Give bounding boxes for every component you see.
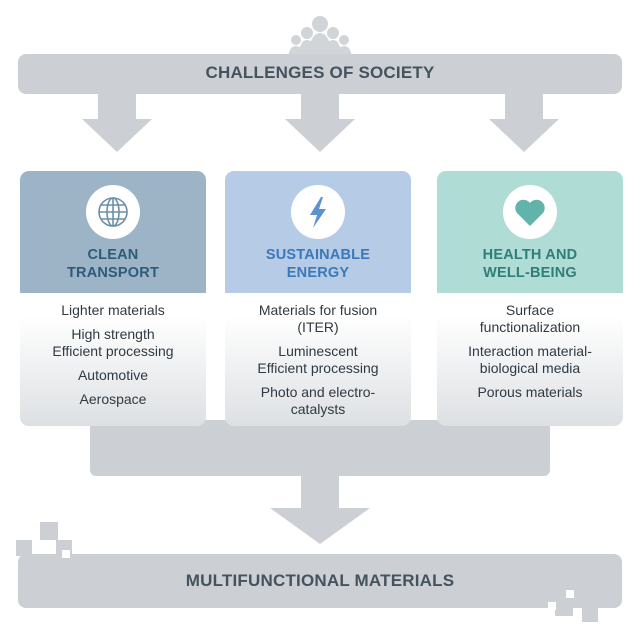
card-header: HEALTH AND WELL-BEING bbox=[437, 171, 623, 293]
list-item: Surface functionalization bbox=[479, 302, 581, 335]
list-item: Materials for fusion (ITER) bbox=[258, 302, 378, 335]
card-sustainable-energy: SUSTAINABLE ENERGY Materials for fusion … bbox=[225, 171, 411, 426]
card-items: Lighter materials High strength Efficien… bbox=[26, 302, 200, 415]
icon-badge bbox=[86, 185, 140, 239]
card-items: Materials for fusion (ITER) Luminescent … bbox=[231, 302, 405, 425]
merge-connector bbox=[90, 420, 550, 544]
icon-badge bbox=[291, 185, 345, 239]
card-title: CLEAN TRANSPORT bbox=[66, 247, 160, 281]
top-banner-bg bbox=[18, 54, 622, 94]
list-item: Aerospace bbox=[79, 391, 147, 407]
list-item: Automotive bbox=[77, 367, 149, 383]
pixel-decoration-right bbox=[536, 580, 598, 622]
card-title: HEALTH AND WELL-BEING bbox=[482, 247, 578, 281]
card-header: SUSTAINABLE ENERGY bbox=[225, 171, 411, 293]
pixel-decoration-left bbox=[16, 522, 72, 558]
icon-badge bbox=[503, 185, 557, 239]
list-item: Luminescent Efficient processing bbox=[257, 343, 379, 376]
list-item: High strength Efficient processing bbox=[52, 326, 174, 359]
people-group-icon bbox=[288, 16, 352, 56]
bottom-banner-bg bbox=[18, 554, 622, 608]
list-item: Photo and electro- catalysts bbox=[260, 384, 376, 417]
down-arrows bbox=[82, 94, 559, 152]
card-health-well-being: HEALTH AND WELL-BEING Surface functional… bbox=[437, 171, 623, 426]
lightning-bolt-icon bbox=[310, 197, 326, 228]
heart-icon bbox=[515, 199, 545, 226]
card-clean-transport: CLEAN TRANSPORT Lighter materials High s… bbox=[20, 171, 206, 426]
globe-icon bbox=[98, 197, 128, 227]
list-item: Porous materials bbox=[477, 384, 583, 400]
card-items: Surface functionalization Interaction ma… bbox=[443, 302, 617, 408]
card-header: CLEAN TRANSPORT bbox=[20, 171, 206, 293]
bottom-banner-label: MULTIFUNCTIONAL MATERIALS bbox=[185, 571, 455, 590]
list-item: Lighter materials bbox=[61, 302, 165, 318]
list-item: Interaction material- biological media bbox=[468, 343, 592, 376]
card-title: SUSTAINABLE ENERGY bbox=[265, 247, 371, 281]
top-banner-label: CHALLENGES OF SOCIETY bbox=[205, 63, 435, 82]
